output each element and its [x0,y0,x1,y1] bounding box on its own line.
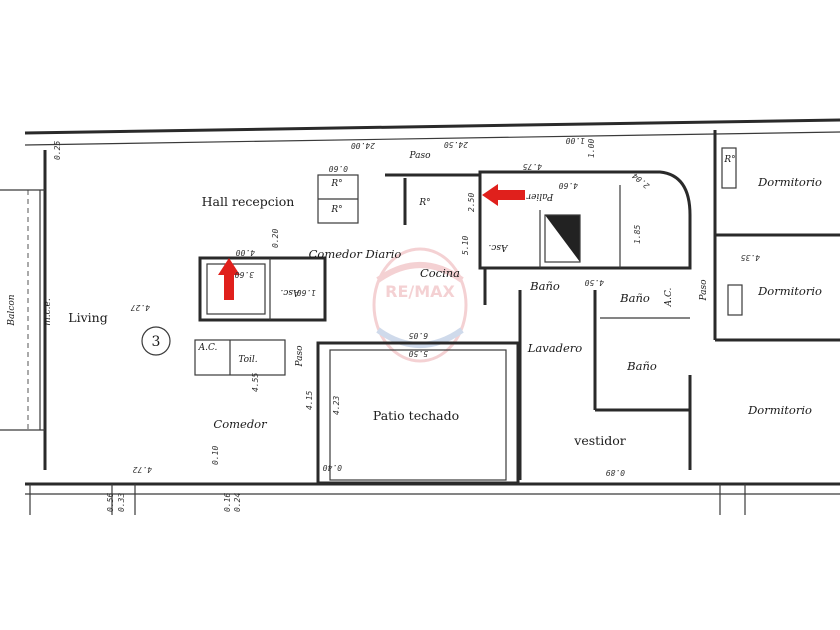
dim-label: 1.60 [297,288,316,297]
dim-label: 6.05 [409,331,428,340]
room-hall: Hall recepcion [202,194,295,209]
label-mce: m.c.e. [43,298,53,326]
label-asc-1: Asc. [488,242,508,252]
room-vestidor: vestidor [573,433,625,448]
remax-watermark: RE/MAX [372,247,468,363]
dim-label: 2.50 [467,193,476,212]
room-patio: Patio techado [373,408,459,423]
dim-label: 4.75 [523,162,542,171]
dim-label: 4.27 [131,303,150,312]
label-balcon: Balcon [7,294,17,326]
dim-label: 1.00 [566,136,585,145]
dim-label: 0.40 [323,463,342,472]
dim-label: 4.72 [133,465,152,474]
dim-label: 4.50 [585,278,604,287]
dim-label: 4.60 [559,181,578,190]
dim-label: 5.10 [461,236,470,255]
dim-label: 1.85 [633,225,642,244]
label-r-2: R° [330,205,342,215]
room-comedor: Comedor [213,417,268,431]
room-living: Living [68,310,107,325]
dim-label: 0.25 [53,141,62,160]
dim-label: 4.15 [305,391,314,410]
room-cocina: Cocina [420,266,460,280]
dim-label: 4.23 [332,396,341,415]
room-bano-3: Baño [626,359,657,373]
dim-label: 1.00 [587,139,596,158]
dim-label: 24.00 [351,141,375,150]
dim-label: 0.60 [329,164,348,173]
dim-label: 0.16 [223,493,232,512]
room-comedor-diario: Comedor Diario [309,247,402,261]
dim-label: 0.10 [211,446,220,465]
dim-label: 0.89 [606,468,625,477]
shaft-fill [545,215,580,262]
room-dormitorio-1: Dormitorio [757,175,822,189]
dim-label: 2.04 [631,171,652,190]
dim-label: 0.56 [106,493,115,512]
label-paso-2: Paso [295,345,305,368]
dim-label: 3.60 [235,270,255,279]
unit-number: 3 [152,334,161,350]
dim-label: 0.24 [233,493,242,512]
label-r-3: R° [418,198,430,208]
label-palier: Palier [526,191,554,201]
dim-label: 4.00 [236,248,255,257]
label-ac-1: A.C. [198,343,218,353]
watermark-text: RE/MAX [385,282,455,301]
label-r-1: R° [330,179,342,189]
arrow-up-icon [218,258,240,300]
label-r-4: R° [723,155,735,165]
label-asc-2: Asc. [280,287,300,297]
room-lavadero: Lavadero [527,341,583,355]
dim-label: 5.50 [409,349,428,358]
label-paso-1: Paso [408,151,431,161]
room-bano-2: Baño [619,291,650,305]
label-ac-2: A.C. [664,287,674,307]
dim-label: 0.33 [117,493,126,512]
dim-label: 4.35 [741,253,760,262]
arrow-left-icon [482,184,525,206]
dim-label: 0.20 [271,229,280,248]
dim-label: 24.50 [444,140,468,149]
room-dormitorio-3: Dormitorio [747,403,812,417]
label-paso-3: Paso [699,279,709,302]
room-dormitorio-2: Dormitorio [757,284,822,298]
label-toil: Toil. [238,355,257,365]
room-bano-1: Baño [529,279,560,293]
dim-label: 4.55 [251,373,260,392]
